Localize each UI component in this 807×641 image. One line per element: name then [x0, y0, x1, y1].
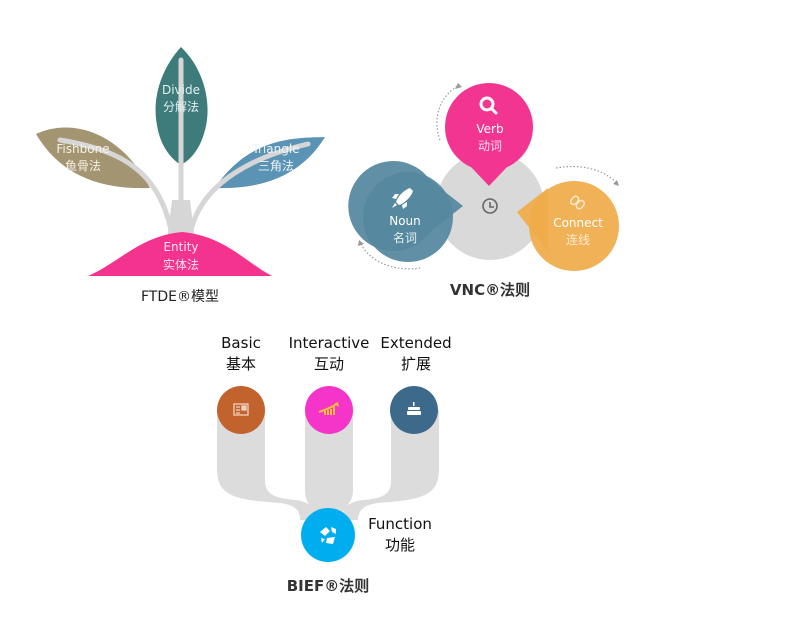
- triangle-label-en: Triangle: [251, 142, 299, 156]
- verb-drop: [445, 83, 533, 171]
- divide-label-zh: 分解法: [163, 100, 199, 114]
- basic-label-en: Basic: [221, 334, 261, 352]
- ftde-title: FTDE®模型: [141, 289, 219, 305]
- entity-label-zh: 实体法: [163, 257, 199, 272]
- fishbone-label-zh: 鱼骨法: [65, 159, 101, 173]
- verb-label-en: Verb: [476, 122, 503, 136]
- extended-label-en: Extended: [380, 334, 452, 352]
- fishbone-label-en: Fishbone: [56, 142, 109, 156]
- vnc-title: VNC®法则: [449, 281, 531, 299]
- ftde-stems: [57, 57, 311, 240]
- link-icon: [569, 195, 586, 210]
- interactive-label: Interactive 互动: [280, 333, 378, 375]
- fishbone-leaf: [36, 127, 150, 189]
- connect-drop: [529, 181, 619, 271]
- triangle-leaf: [215, 137, 325, 189]
- connect-label-zh: 连线: [566, 232, 590, 247]
- basic-label-zh: 基本: [225, 355, 256, 373]
- newspaper-icon: [233, 403, 249, 416]
- ftde-diagram: Divide 分解法 Fishbone 鱼骨法 Triangle 三角法 Ent…: [36, 47, 325, 276]
- basic-circle: [217, 386, 265, 434]
- globe-network-icon: [320, 527, 336, 544]
- vnc-diagram: Verb 动词 Noun 名词 Connect 连线: [348, 83, 619, 271]
- rocket-icon: [392, 188, 413, 209]
- clock-icon: [482, 198, 498, 214]
- function-label: Function 功能: [362, 514, 438, 556]
- connect-label-en: Connect: [553, 216, 603, 230]
- extended-label-zh: 扩展: [400, 355, 431, 373]
- extended-label: Extended 扩展: [374, 333, 458, 375]
- growth-chart-icon: [318, 402, 339, 415]
- search-icon: [479, 96, 498, 115]
- bief-diagram: [217, 386, 439, 562]
- verb-label-zh: 动词: [478, 139, 502, 153]
- dotted-arrow-connect: [555, 165, 617, 183]
- entity-base: [88, 232, 272, 276]
- function-label-en: Function: [368, 515, 432, 533]
- function-label-zh: 功能: [384, 536, 415, 554]
- dotted-arrow-verb: [436, 85, 459, 141]
- triangle-label-zh: 三角法: [258, 159, 294, 173]
- divide-label-en: Divide: [162, 83, 200, 97]
- interactive-label-en: Interactive: [288, 334, 370, 352]
- bief-title: BIEF®法则: [286, 577, 370, 595]
- entity-label-en: Entity: [163, 240, 198, 254]
- dotted-arrow-noun: [360, 243, 421, 270]
- bief-connectors: [217, 410, 439, 520]
- cake-icon: [407, 402, 421, 415]
- noun-label-en: Noun: [389, 214, 421, 228]
- noun-label-zh: 名词: [393, 230, 417, 245]
- function-circle: [301, 508, 355, 562]
- basic-label: Basic 基本: [206, 333, 276, 375]
- interactive-label-zh: 互动: [313, 355, 344, 373]
